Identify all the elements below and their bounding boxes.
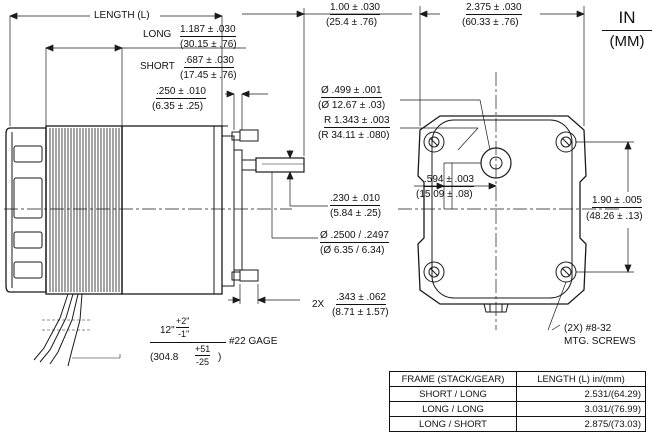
table-row: LONG / LONG 3.031/(76.99) (389, 401, 646, 417)
table-cell-frame: SHORT / LONG (389, 386, 517, 402)
lead-tolerance-minus-mm: -25 (196, 357, 210, 367)
mounting-screws-line1: (2X) #8-32 (564, 323, 612, 334)
table-header-length: LENGTH (L) in/(mm) (516, 371, 646, 387)
length-label: LENGTH (L) (94, 10, 150, 21)
motor-front-view (398, 72, 620, 330)
table-cell-frame: LONG / LONG (389, 401, 517, 417)
table-cell-frame: LONG / SHORT (389, 416, 517, 432)
hub-diameter-in: Ø .499 ± .001 (321, 85, 382, 98)
screw-length-mm: (8.71 ± 1.57) (332, 307, 389, 318)
screw-count-prefix: 2X (312, 299, 325, 310)
hole-spacing-in: 1.90 ± .005 (592, 195, 642, 208)
shaft-diameter-in: Ø .2500 / .2497 (320, 230, 389, 243)
boss-dimension-mm: (6.35 ± .25) (152, 101, 204, 112)
frame-length-table: FRAME (STACK/GEAR) LENGTH (L) in/(mm) SH… (389, 371, 646, 432)
shaft-diameter-mm: (Ø 6.35 / 6.34) (320, 245, 385, 256)
mounting-screws-line2: MTG. SCREWS (564, 336, 636, 347)
table-cell-length: 2.531/(64.29) (516, 386, 646, 402)
short-dimension-in: .687 ± .030 (184, 55, 234, 68)
flat-dimension-mm: (5.84 ± .25) (330, 208, 382, 219)
boss-dimension-in: .250 ± .010 (156, 86, 206, 99)
offset-dimension-in: .594 ± .003 (424, 174, 474, 187)
lead-fraction-bar (150, 342, 226, 343)
hole-spacing-mm: (48.26 ± .13) (586, 211, 643, 222)
long-dimension-in: 1.187 ± .030 (180, 24, 236, 37)
width-dimension-in: 2.375 ± .030 (466, 2, 522, 15)
table-header-row: FRAME (STACK/GEAR) LENGTH (L) in/(mm) (389, 371, 646, 387)
table-header-frame: FRAME (STACK/GEAR) (389, 371, 517, 387)
screw-length-in: .343 ± .062 (336, 292, 386, 305)
lead-close-paren: ) (218, 352, 222, 363)
table-cell-length: 3.031/(76.99) (516, 401, 646, 417)
short-dimension-mm: (17.45 ± .76) (180, 70, 237, 81)
offset-dimension-mm: (15.09 ± .08) (416, 189, 473, 200)
shaft-length-in: 1.00 ± .030 (330, 2, 380, 15)
short-label: SHORT (140, 61, 175, 72)
units-primary: IN (602, 8, 652, 31)
lead-wires (33, 293, 90, 367)
lead-tolerance-minus: -1" (178, 329, 190, 339)
dimension-lines (9, 8, 328, 304)
radius-dimension-mm: (R 34.11 ± .080) (318, 130, 390, 141)
units-secondary: (MM) (609, 33, 645, 50)
table-row: SHORT / LONG 2.531/(64.29) (389, 386, 646, 402)
wire-gauge: #22 GAGE (229, 336, 278, 347)
hub-diameter-mm: (Ø 12.67 ± .03) (318, 100, 386, 111)
flat-dimension-in: .230 ± .010 (330, 193, 380, 206)
lead-length-mm: (304.8 (150, 352, 179, 363)
radius-dimension-in: R 1.343 ± .003 (324, 115, 390, 128)
table-cell-length: 2.875/(73.03) (516, 416, 646, 432)
units-indicator: IN (MM) (602, 8, 652, 52)
shaft-length-mm: (25.4 ± .76) (326, 17, 378, 28)
lead-length: 12" (160, 325, 175, 336)
long-label: LONG (143, 29, 172, 40)
table-row: LONG / SHORT 2.875/(73.03) (389, 416, 646, 432)
motor-side-view (4, 125, 305, 367)
stator-ribs (49, 128, 120, 292)
width-dimension-mm: (60.33 ± .76) (462, 17, 519, 28)
lead-tolerance-plus-mm: +51 (195, 344, 211, 356)
long-dimension-mm: (30.15 ± .76) (180, 39, 237, 50)
lead-tolerance-plus: +2" (176, 316, 190, 328)
